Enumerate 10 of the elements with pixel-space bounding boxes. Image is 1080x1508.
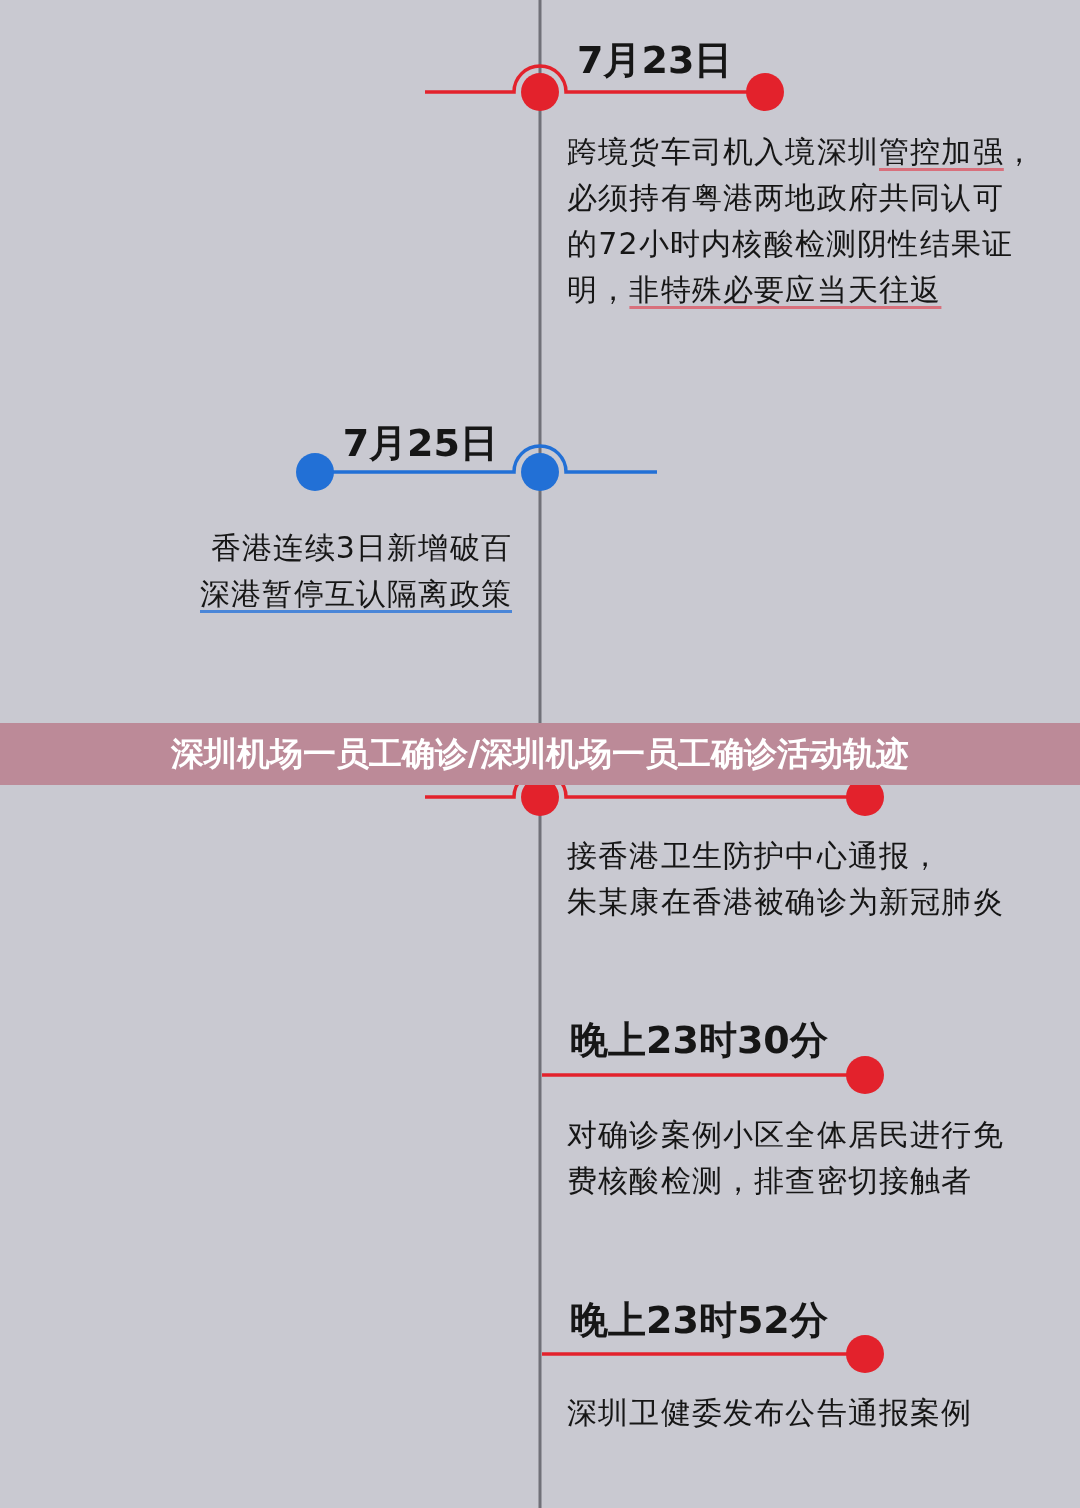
- event-text: 跨境货车司机入境深圳管控加强，必须持有粤港两地政府共同认可的72小时内核酸检测阴性结果证明，非特殊必要应当天往返: [567, 133, 1035, 309]
- event-text: 深圳卫健委发布公告通报案例: [567, 1394, 973, 1432]
- event-text: 香港连续3日新增破百深港暂停互认隔离政策: [200, 529, 512, 613]
- title-text: 深圳机场一员工确诊/深圳机场一员工确诊活动轨迹: [170, 733, 910, 775]
- event-text: 接香港卫生防护中心通报，朱某康在香港被确诊为新冠肺炎: [567, 837, 1004, 921]
- event-text: 对确诊案例小区全体居民进行免费核酸检测，排查密切接触者: [567, 1116, 1004, 1200]
- date-heading: 7月25日: [342, 420, 498, 467]
- time-heading: 晚上23时30分: [570, 1017, 828, 1064]
- date-heading: 7月23日: [577, 37, 733, 84]
- time-heading: 晚上23时52分: [570, 1297, 828, 1344]
